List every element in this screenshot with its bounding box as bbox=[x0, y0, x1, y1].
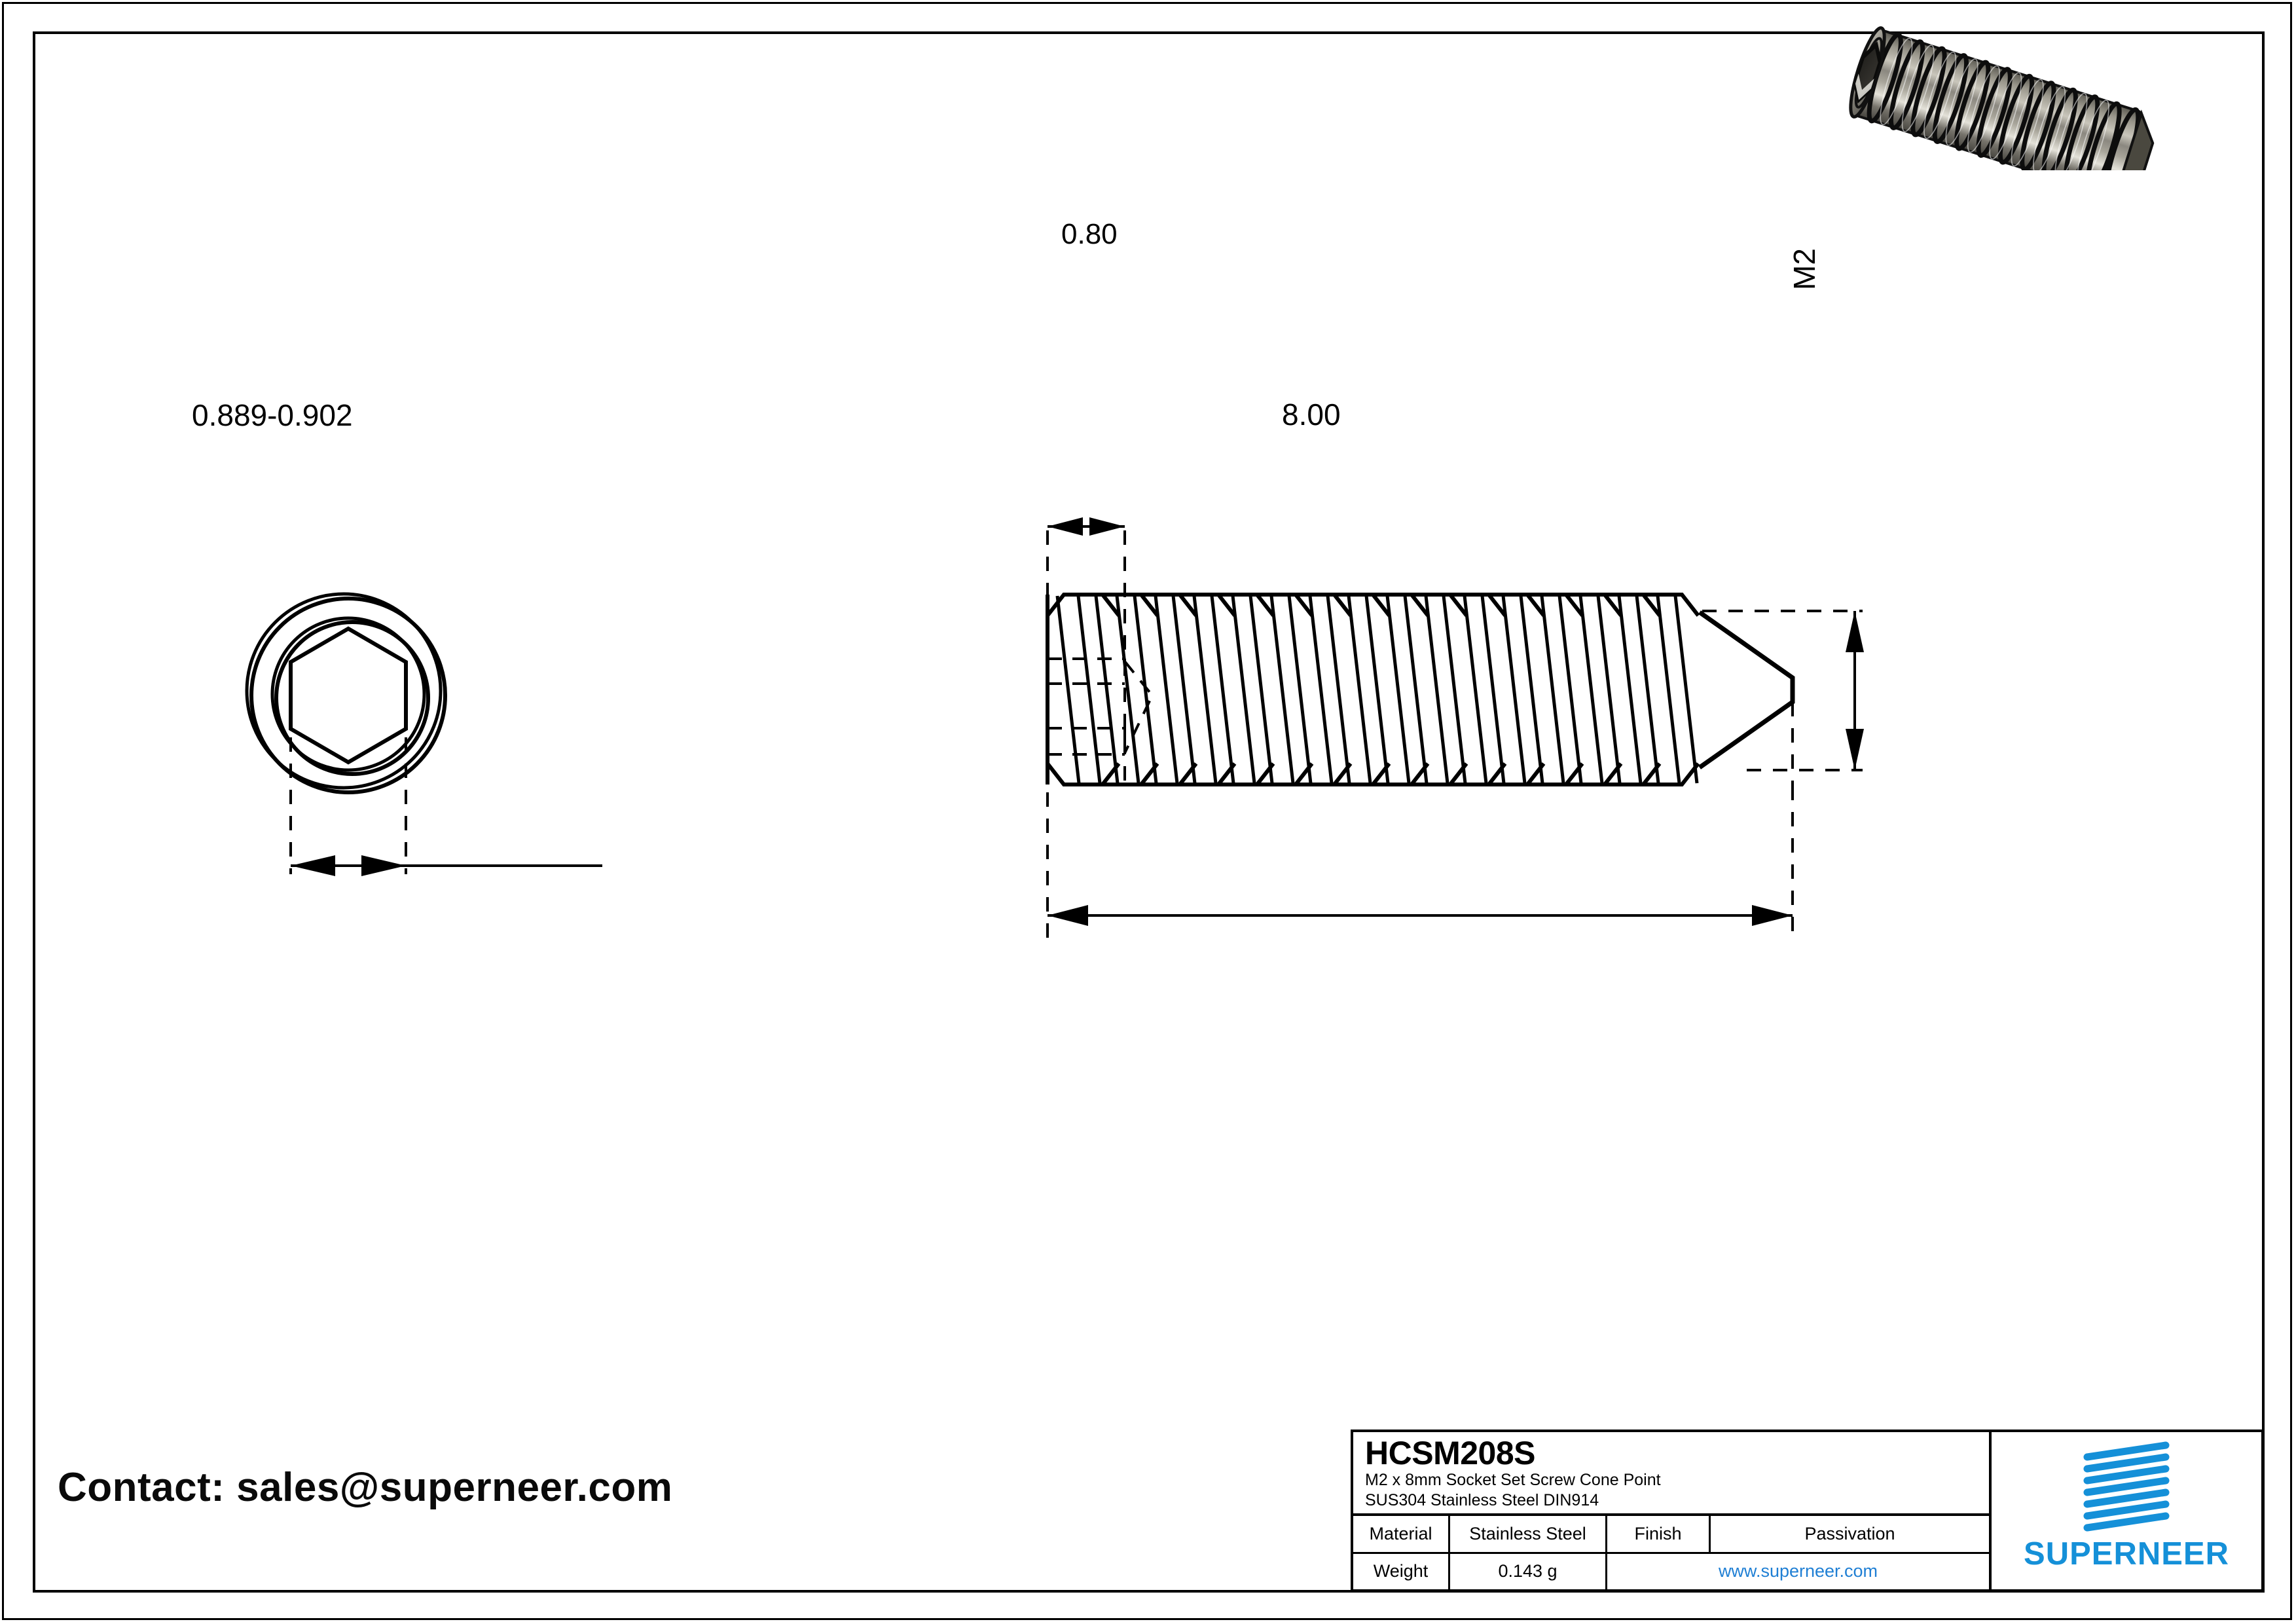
material-label: Material bbox=[1353, 1516, 1450, 1552]
dim-label-thread-size: M2 bbox=[1787, 248, 1821, 290]
sheet-inner-frame bbox=[33, 31, 2265, 1593]
title-block-header: HCSM208S M2 x 8mm Socket Set Screw Cone … bbox=[1353, 1432, 1989, 1516]
title-block-table: Material Stainless Steel Finish Passivat… bbox=[1353, 1516, 1989, 1589]
description-line-2: SUS304 Stainless Steel DIN914 bbox=[1365, 1491, 1599, 1509]
table-row: Material Stainless Steel Finish Passivat… bbox=[1353, 1516, 1989, 1554]
finish-label: Finish bbox=[1607, 1516, 1711, 1552]
title-block-left: HCSM208S M2 x 8mm Socket Set Screw Cone … bbox=[1353, 1432, 1992, 1589]
part-number: HCSM208S bbox=[1365, 1435, 1536, 1471]
weight-value: 0.143 g bbox=[1450, 1553, 1607, 1589]
dim-label-overall-length: 8.00 bbox=[1282, 397, 1341, 432]
finish-value: Passivation bbox=[1804, 1523, 1895, 1543]
dim-label-socket-depth: 0.80 bbox=[1061, 218, 1118, 250]
weight-label: Weight bbox=[1353, 1553, 1450, 1589]
material-value: Stainless Steel bbox=[1450, 1516, 1607, 1552]
brand-wordmark: SUPERNEER bbox=[2024, 1536, 2229, 1572]
table-row: Weight 0.143 g www.superneer.com bbox=[1353, 1553, 1989, 1589]
dim-label-across-flats: 0.889-0.902 bbox=[192, 398, 353, 432]
title-block: HCSM208S M2 x 8mm Socket Set Screw Cone … bbox=[1351, 1430, 2264, 1592]
superneer-logo-icon bbox=[2083, 1441, 2170, 1532]
isometric-render bbox=[1849, 26, 2155, 170]
description-line-1: M2 x 8mm Socket Set Screw Cone Point bbox=[1365, 1471, 1661, 1489]
website-link[interactable]: www.superneer.com bbox=[1718, 1561, 1878, 1581]
contact-line: Contact: sales@superneer.com bbox=[58, 1465, 673, 1510]
screw-3d-geometry bbox=[1849, 26, 2155, 170]
title-block-logo-area: SUPERNEER bbox=[1992, 1432, 2261, 1589]
